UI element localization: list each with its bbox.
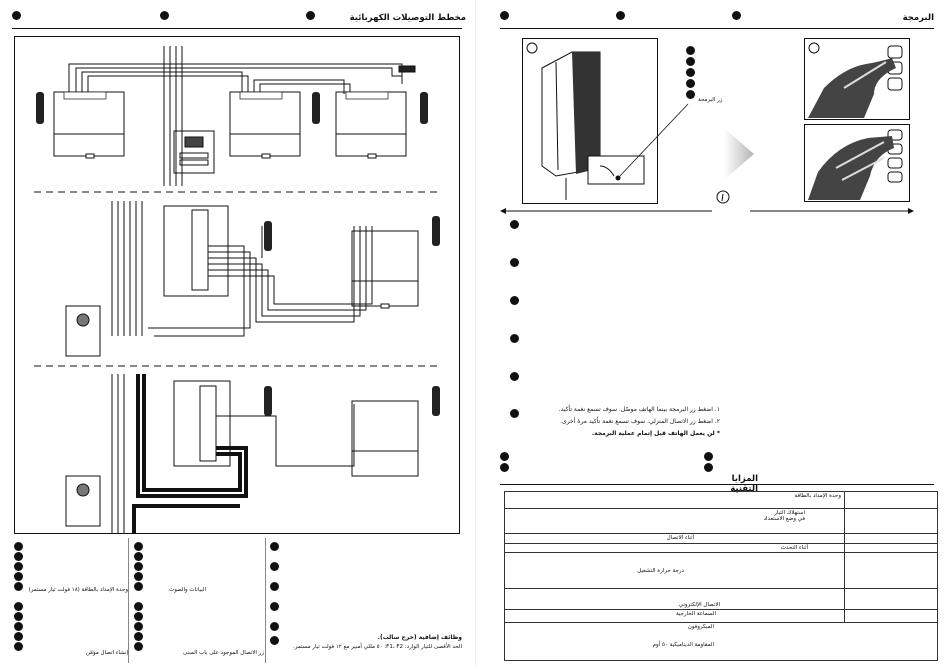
press-button-illustration [804, 38, 910, 120]
programming-step-1: ١. اضغط زر البرمجة بينما الهاتف موصّل. س… [558, 406, 720, 413]
specs-value-cell [844, 588, 938, 611]
specs-value-cell [844, 609, 938, 623]
legend-dot [14, 622, 23, 631]
programming-button-label: زر البرمجة [698, 97, 723, 103]
programming-note: * لن يعمل الهاتف قبل إتمام عملية البرمجة… [591, 430, 720, 437]
left-page: مخطط التوصيلات الكهربائية [12, 11, 466, 663]
legend-dot [270, 582, 279, 591]
legend-dot [270, 602, 279, 611]
header-dot-2 [616, 11, 625, 20]
legend-dot [134, 622, 143, 631]
specs-impedance-label: المقاومة الديناميكية ٥٠ أوم [652, 641, 714, 648]
header-dot-2 [160, 11, 169, 20]
legend-dot [134, 642, 143, 651]
specs-table: وحدة الإمداد بالطاقة استهلاك التيار في و… [504, 491, 938, 662]
callout-dot [686, 57, 695, 66]
legend-dot [14, 552, 23, 561]
section-dot [704, 452, 713, 461]
legend-dot [14, 642, 23, 651]
right-page: البرمجة زر البرمجة [476, 0, 950, 667]
specs-cell: أثناء التحدث [504, 542, 845, 554]
legend-dot [270, 562, 279, 571]
section-dot [704, 463, 713, 472]
callout-dot [686, 46, 695, 55]
legend-dot [134, 572, 143, 581]
callout-dot [686, 68, 695, 77]
legend-extra-functions: وظائف إضافية (خرج سالب). [377, 634, 462, 641]
legend-dot [134, 612, 143, 621]
header-dot-1 [500, 11, 509, 20]
header-dot-1 [12, 11, 21, 20]
legend-dot [270, 542, 279, 551]
bullet-dot [510, 296, 519, 305]
specs-current-label: استهلاك التيار [774, 509, 805, 516]
legend-dot [134, 542, 143, 551]
legend-dot [14, 632, 23, 641]
legend-dot [270, 636, 279, 645]
legend-dot [14, 602, 23, 611]
legend-dot [134, 582, 143, 591]
legend-dot [134, 632, 143, 641]
timeline-arrows [500, 208, 914, 214]
bullet-dot [510, 258, 519, 267]
header-dot-3 [306, 11, 315, 20]
legend-dot [14, 562, 23, 571]
legend-dot [270, 622, 279, 631]
section-dot [500, 452, 509, 461]
legend-dot [14, 542, 23, 551]
legend-dot [14, 612, 23, 621]
bullet-dot [510, 409, 519, 418]
specs-cell: درجة حرارة التشغيل [504, 552, 845, 590]
hold-button-illustration [804, 124, 910, 202]
legend-divider [265, 538, 266, 663]
specs-cell: الميكروفون المقاومة الديناميكية ٥٠ أوم [504, 621, 938, 662]
legend-power-supply: وحدة الإمداد بالطاقة (١٨ فولت تيار مستمر… [28, 587, 128, 593]
bullet-dot [510, 334, 519, 343]
specs-rule [500, 484, 934, 485]
legend-max-current: الحد الأقصى للتيار الوارد: F1، F2: ٥٠ مل… [293, 644, 462, 650]
specs-value-cell [844, 542, 938, 554]
header-rule [12, 28, 462, 29]
legend-column-2: البيانات والصوت زر الاتصال الموجود على ب… [132, 538, 264, 663]
legend-column-3: وظائف إضافية (خرج سالب). الحد الأقصى للت… [268, 538, 462, 663]
info-icon [716, 190, 730, 204]
legend-door-call-button: زر الاتصال الموجود على باب المبنى [183, 650, 264, 656]
callout-dot [686, 79, 695, 88]
programming-title: البرمجة [902, 13, 934, 23]
wiring-diagram [14, 36, 460, 534]
page-spine [475, 0, 476, 667]
header-dot-3 [732, 11, 741, 20]
legend-dot [134, 562, 143, 571]
legend-dot [14, 572, 23, 581]
specs-value-cell [844, 507, 938, 535]
specs-cell: وحدة الإمداد بالطاقة [504, 491, 845, 509]
specs-cell: أثناء الاتصال [504, 533, 845, 544]
specs-cell: السماعة الخارجية [504, 609, 845, 623]
specs-title: المزايا التقنية [730, 474, 758, 494]
wiring-diagram-title: مخطط التوصيلات الكهربائية [349, 13, 466, 23]
programming-step-2: ٢. اضغط زر الاتصال المنزلي. سوف تسمع نغم… [560, 418, 720, 425]
arrow-right-icon [724, 128, 754, 180]
specs-value-cell [844, 491, 938, 509]
specs-standby-label: في وضع الاستعداد [763, 515, 805, 522]
legend-dot [14, 582, 23, 591]
callout-dot [686, 90, 695, 99]
legend-data-audio: البيانات والصوت [169, 587, 206, 593]
header-rule [500, 28, 934, 29]
section-dot [500, 463, 509, 472]
legend-dot [134, 602, 143, 611]
handset-illustration [522, 38, 658, 204]
specs-value-cell [844, 552, 938, 590]
legend-secure-connection: إنشاء اتصال مؤمّن [85, 650, 128, 656]
legend-column-1: وحدة الإمداد بالطاقة (١٨ فولت تيار مستمر… [12, 538, 128, 663]
legend-divider [128, 538, 129, 663]
callout-leader [617, 103, 689, 179]
bullet-dot [510, 220, 519, 229]
legend-dot [134, 552, 143, 561]
specs-microphone-label: الميكروفون [687, 623, 714, 630]
specs-value-cell [844, 533, 938, 544]
specs-cell: الاتصال الإلكتروني [504, 588, 845, 611]
bullet-dot [510, 372, 519, 381]
specs-cell: استهلاك التيار في وضع الاستعداد [504, 507, 845, 535]
